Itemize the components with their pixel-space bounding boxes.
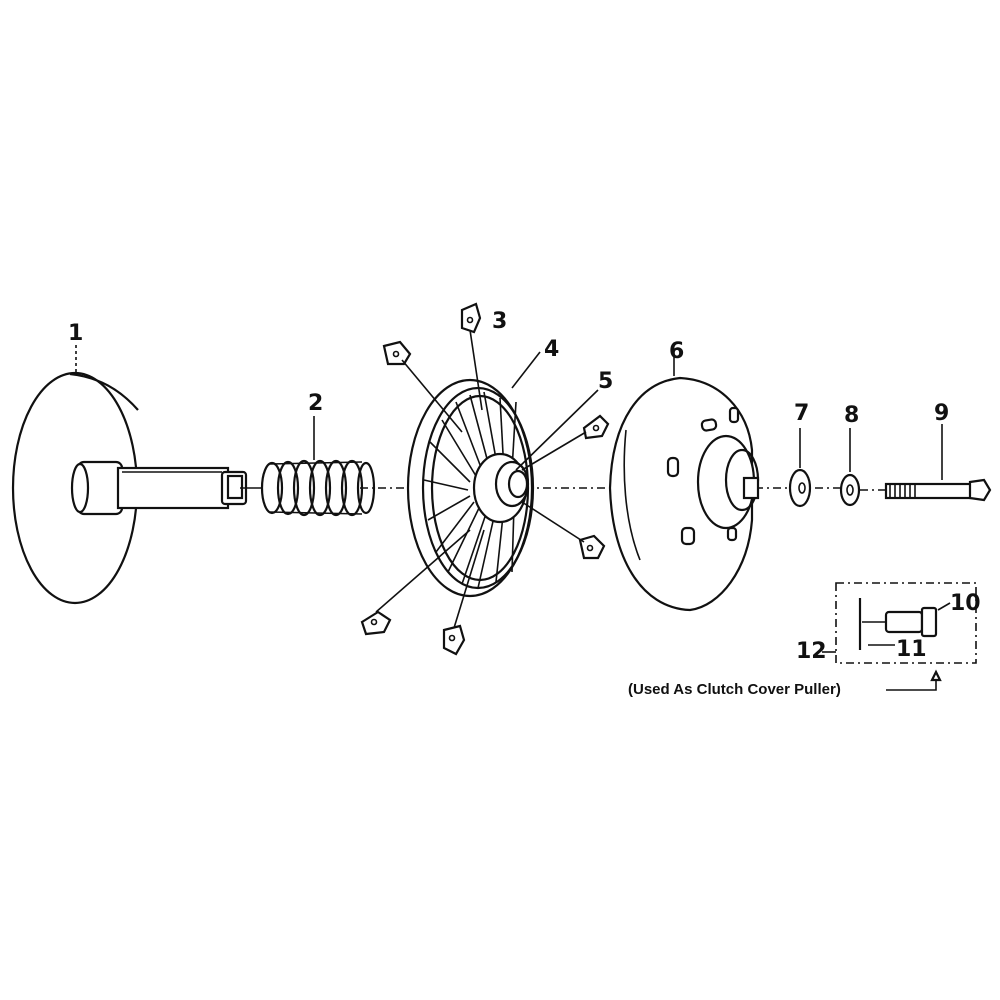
puller-detail-box [822, 582, 977, 691]
callout-5: 5 [598, 369, 613, 394]
leader-lines [75, 345, 943, 480]
callout-9: 9 [934, 401, 949, 426]
callout-12: 12 [796, 639, 827, 664]
part-2-spring [260, 459, 376, 517]
callout-10: 10 [950, 591, 981, 616]
part-4-spider-plate [406, 378, 535, 598]
callout-8: 8 [844, 403, 859, 428]
part-7-washer [788, 468, 812, 508]
callout-6: 6 [669, 339, 684, 364]
callout-2: 2 [308, 391, 323, 416]
part-1-fixed-sheave [11, 371, 262, 605]
part-8-lock-washer [839, 473, 861, 507]
callout-11: 11 [896, 637, 927, 662]
callout-1: 1 [68, 321, 83, 346]
callout-7: 7 [794, 401, 809, 426]
part-3-roller-weights [360, 302, 610, 656]
puller-caption: (Used As Clutch Cover Puller) [628, 681, 841, 698]
callout-3: 3 [492, 309, 507, 334]
callout-4: 4 [544, 337, 559, 362]
part-9-bolt [884, 478, 992, 502]
part-6-movable-sheave [608, 376, 760, 612]
